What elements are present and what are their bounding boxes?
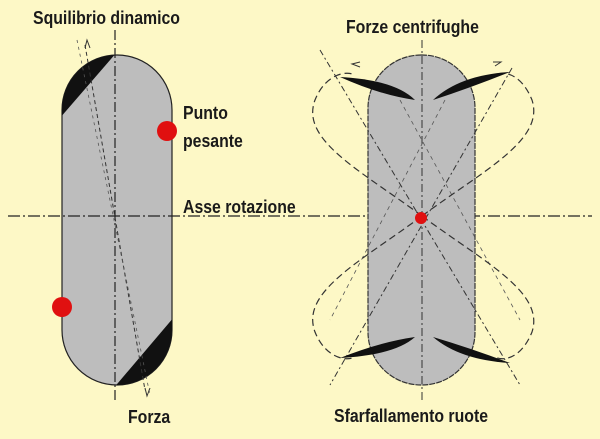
mass-top-left [340, 77, 415, 100]
label-force: Forza [128, 407, 171, 427]
left-wheel-static [52, 30, 177, 400]
heavy-point-bottom [52, 297, 72, 317]
mass-bottom-right [433, 337, 510, 363]
label-rotation-axis: Asse rotazione [183, 197, 296, 217]
label-punto: Punto [183, 103, 228, 123]
mass-bottom-left [340, 337, 415, 358]
heavy-point-center [415, 212, 427, 224]
title-dynamic-imbalance: Squilibrio dinamico [33, 8, 180, 28]
mass-top-right [433, 72, 510, 100]
heavy-point-top [157, 121, 177, 141]
wobble-path-left [312, 72, 423, 360]
right-wheel-wobble [312, 40, 535, 400]
label-wheel-wobble: Sfarfallamento ruote [334, 406, 489, 426]
label-pesante: pesante [183, 131, 243, 151]
wobble-path-right [421, 72, 535, 360]
title-centrifugal-forces: Forze centrifughe [346, 17, 479, 37]
